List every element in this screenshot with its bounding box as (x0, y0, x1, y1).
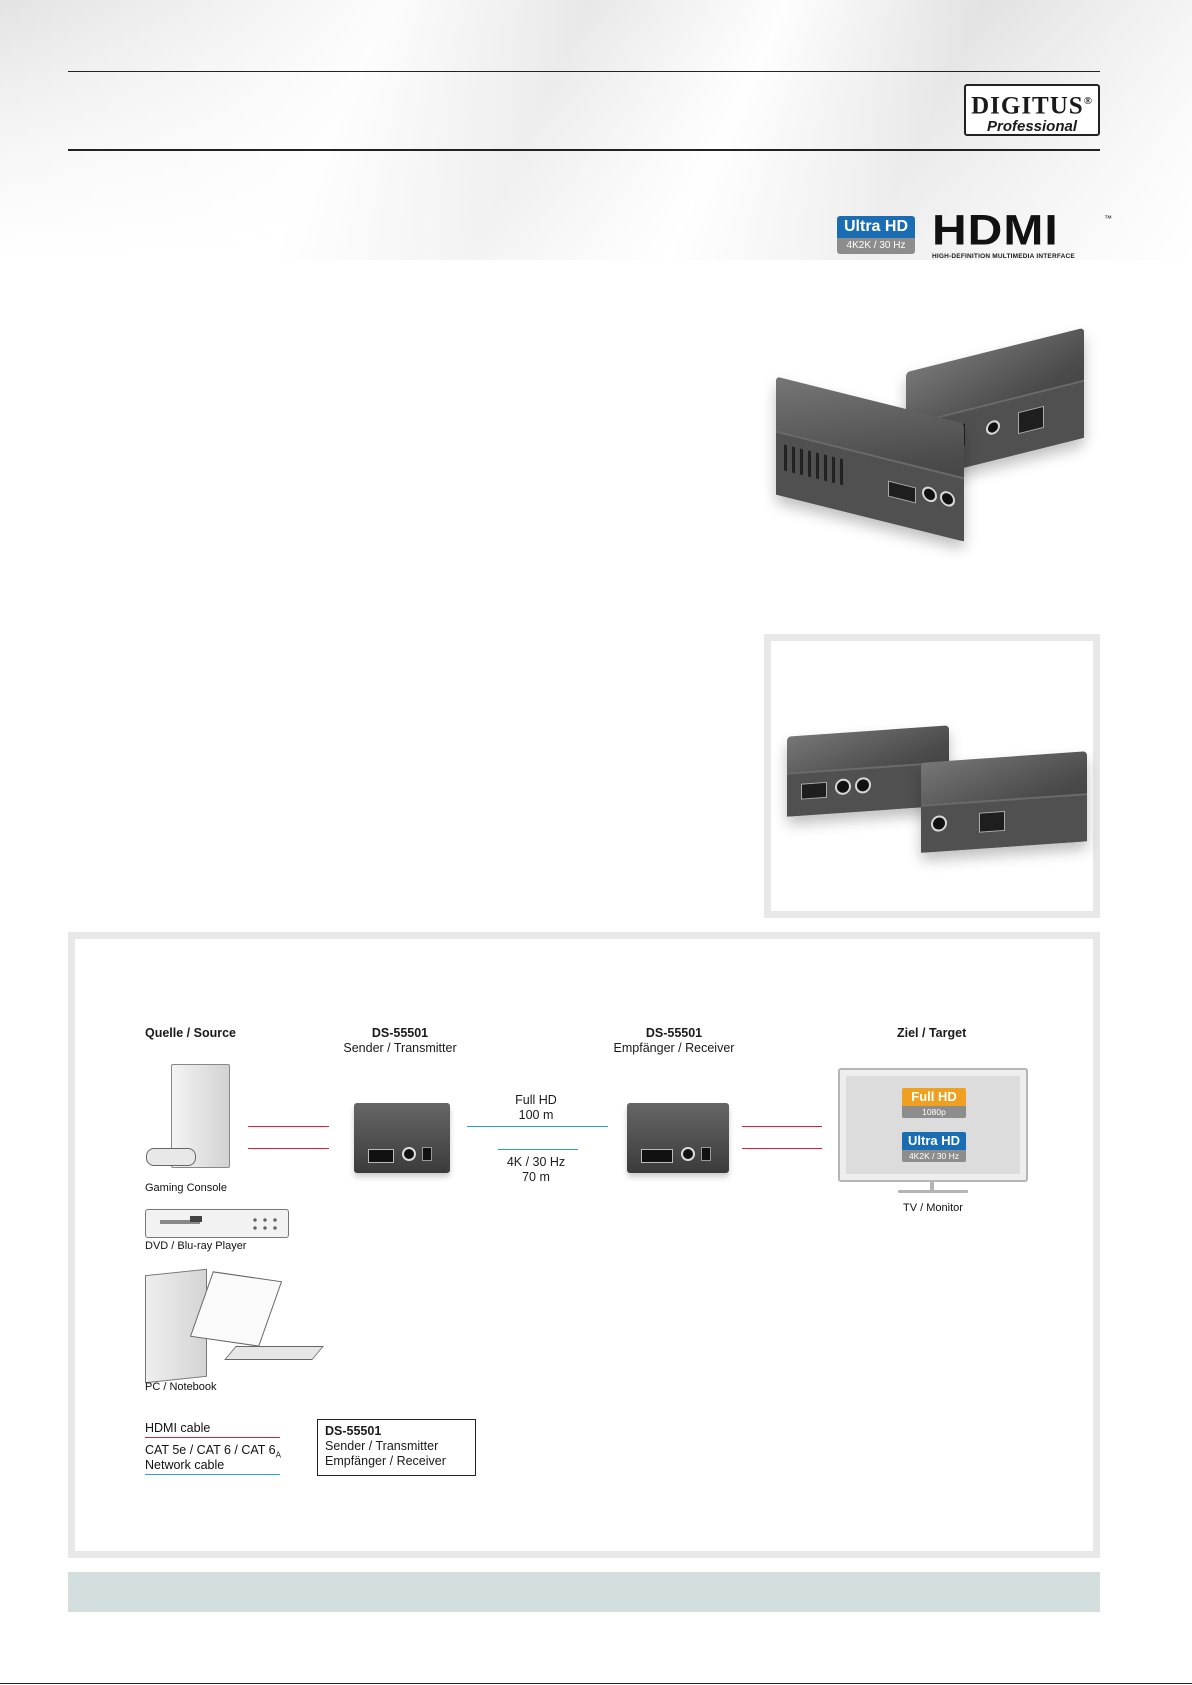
hdmi-logo-text: HDMI (932, 207, 1059, 255)
receiver-device (627, 1103, 729, 1173)
legend-box-line1: Sender / Transmitter (325, 1439, 439, 1453)
tv-monitor-icon: Full HD 1080p Ultra HD 4K2K / 30 Hz (838, 1068, 1028, 1182)
legend-network-line (145, 1474, 280, 1475)
tv-ultrahd-badge: Ultra HD 4K2K / 30 Hz (902, 1132, 966, 1162)
transmitter-role: Sender / Transmitter (343, 1041, 457, 1055)
page-bottom-rule (0, 1683, 1192, 1684)
network-cable-fullhd (467, 1126, 608, 1127)
hdmi-cable-target-1 (742, 1126, 822, 1127)
dvd-player-label: DVD / Blu-ray Player (145, 1240, 247, 1252)
header-top-rule (68, 71, 1100, 72)
hdmi-tagline: HIGH-DEFINITION MULTIMEDIA INTERFACE (932, 253, 1075, 260)
logo-registered: ® (1083, 95, 1093, 107)
notebook-base-icon (224, 1346, 324, 1360)
receiver-header: DS-55501 Empfänger / Receiver (612, 1026, 736, 1056)
network-cable-4k (498, 1149, 578, 1150)
ultra-hd-title: Ultra HD (837, 216, 915, 238)
target-header: Ziel / Target (897, 1026, 967, 1040)
dvd-player-icon (145, 1209, 289, 1238)
legend-box-model: DS-55501 (325, 1424, 382, 1438)
legend-network-cable-line2: Network cable (145, 1458, 225, 1472)
tv-fullhd-badge: Full HD 1080p (902, 1088, 966, 1118)
legend-hdmi-cable: HDMI cable (145, 1421, 211, 1435)
transmitter-header: DS-55501 Sender / Transmitter (340, 1026, 460, 1056)
legend-box-line2: Empfänger / Receiver (325, 1454, 446, 1468)
digitus-logo: DIGITUS® Professional (964, 84, 1100, 136)
hdmi-trademark: ™ (1104, 214, 1112, 223)
legend-hdmi-line (145, 1437, 280, 1438)
hdmi-cable-source-2 (248, 1148, 329, 1149)
hdmi-logo: HDMI ™ HIGH-DEFINITION MULTIMEDIA INTERF… (932, 207, 1112, 260)
link-4k-label: 4K / 30 Hz 70 m (506, 1155, 566, 1184)
ultra-hd-badge: Ultra HD 4K2K / 30 Hz (837, 216, 915, 254)
legend-network-cable-line1: CAT 5e / CAT 6 / CAT 6A (145, 1443, 281, 1460)
logo-main: DIGITUS (971, 92, 1084, 120)
tv-stand-icon (930, 1182, 934, 1191)
transmitter-model: DS-55501 (371, 1026, 429, 1040)
logo-sub: Professional (986, 118, 1078, 136)
receiver-role: Empfänger / Receiver (613, 1041, 735, 1055)
header-bottom-rule (68, 149, 1100, 151)
footer-bar (68, 1572, 1100, 1612)
receiver-model: DS-55501 (645, 1026, 703, 1040)
pc-notebook-label: PC / Notebook (145, 1381, 217, 1393)
source-header: Quelle / Source (145, 1026, 237, 1040)
transmitter-device (354, 1103, 450, 1173)
hdmi-cable-target-2 (742, 1148, 822, 1149)
tv-monitor-label: TV / Monitor (903, 1202, 963, 1214)
hdmi-cable-source-1 (248, 1126, 329, 1127)
gamepad-icon (146, 1148, 196, 1166)
frame-receiver-unit (921, 751, 1087, 853)
connection-diagram (68, 932, 1100, 1558)
gaming-console-label: Gaming Console (145, 1182, 227, 1194)
legend-device-box: DS-55501 Sender / Transmitter Empfänger … (317, 1419, 476, 1476)
link-fullhd-label: Full HD 100 m (515, 1093, 557, 1122)
ultra-hd-sub: 4K2K / 30 Hz (837, 238, 915, 254)
tv-foot-icon (898, 1190, 968, 1193)
product-image-frame (764, 634, 1100, 918)
